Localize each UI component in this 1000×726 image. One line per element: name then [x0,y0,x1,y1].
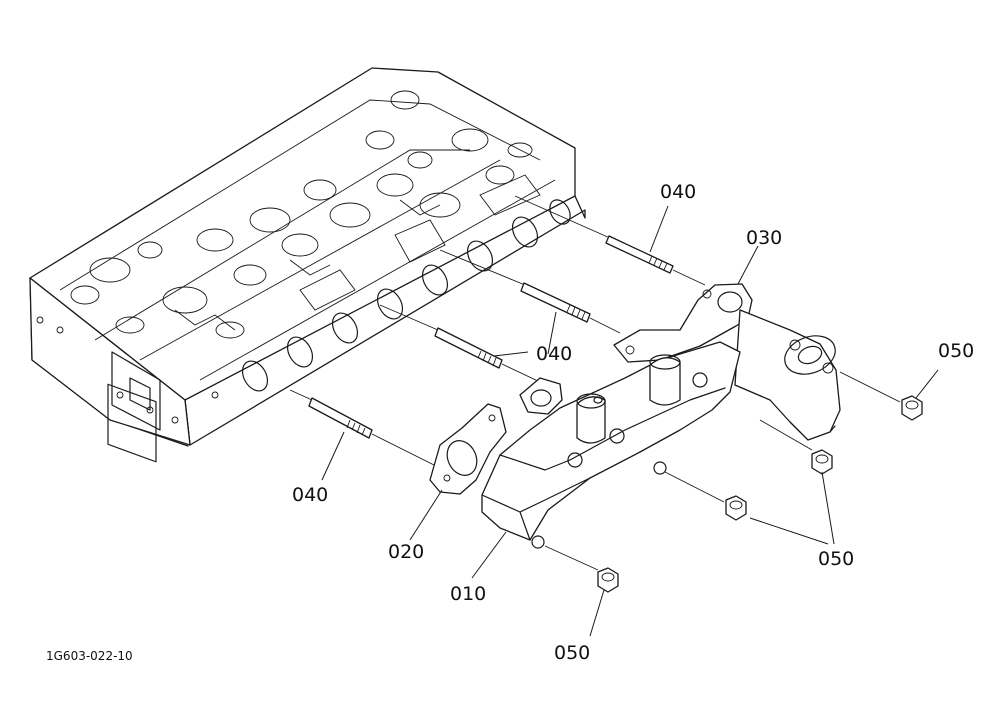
gasket-lower [429,403,507,495]
nut-middle-left [664,471,747,521]
nut-right-top [839,371,923,421]
label-nut-bottom: 050 [554,642,590,664]
stud-middle-upper [439,249,621,334]
cylinder-head [29,67,586,463]
drawing-id: 1G603-022-10 [46,649,133,663]
stud-top [514,195,706,286]
label-stud-top: 040 [660,181,696,203]
exhaust-manifold-010 [481,341,741,549]
label-manifest-flange: 030 [746,227,782,249]
gasket-upper [519,377,563,415]
nut-middle-right [759,419,833,475]
nut-bottom [544,545,619,593]
leader-lines [321,205,939,637]
label-nut-group: 050 [818,548,854,570]
stud-bottom [289,389,441,469]
label-exhaust-manifest: 010 [450,583,486,605]
label-gasket: 020 [388,541,424,563]
stud-middle [379,304,541,383]
label-stud-middle: 040 [536,343,572,365]
manifest-flange-030 [613,283,841,441]
label-stud-bottom: 040 [292,484,328,506]
label-nut-right-top: 050 [938,340,974,362]
